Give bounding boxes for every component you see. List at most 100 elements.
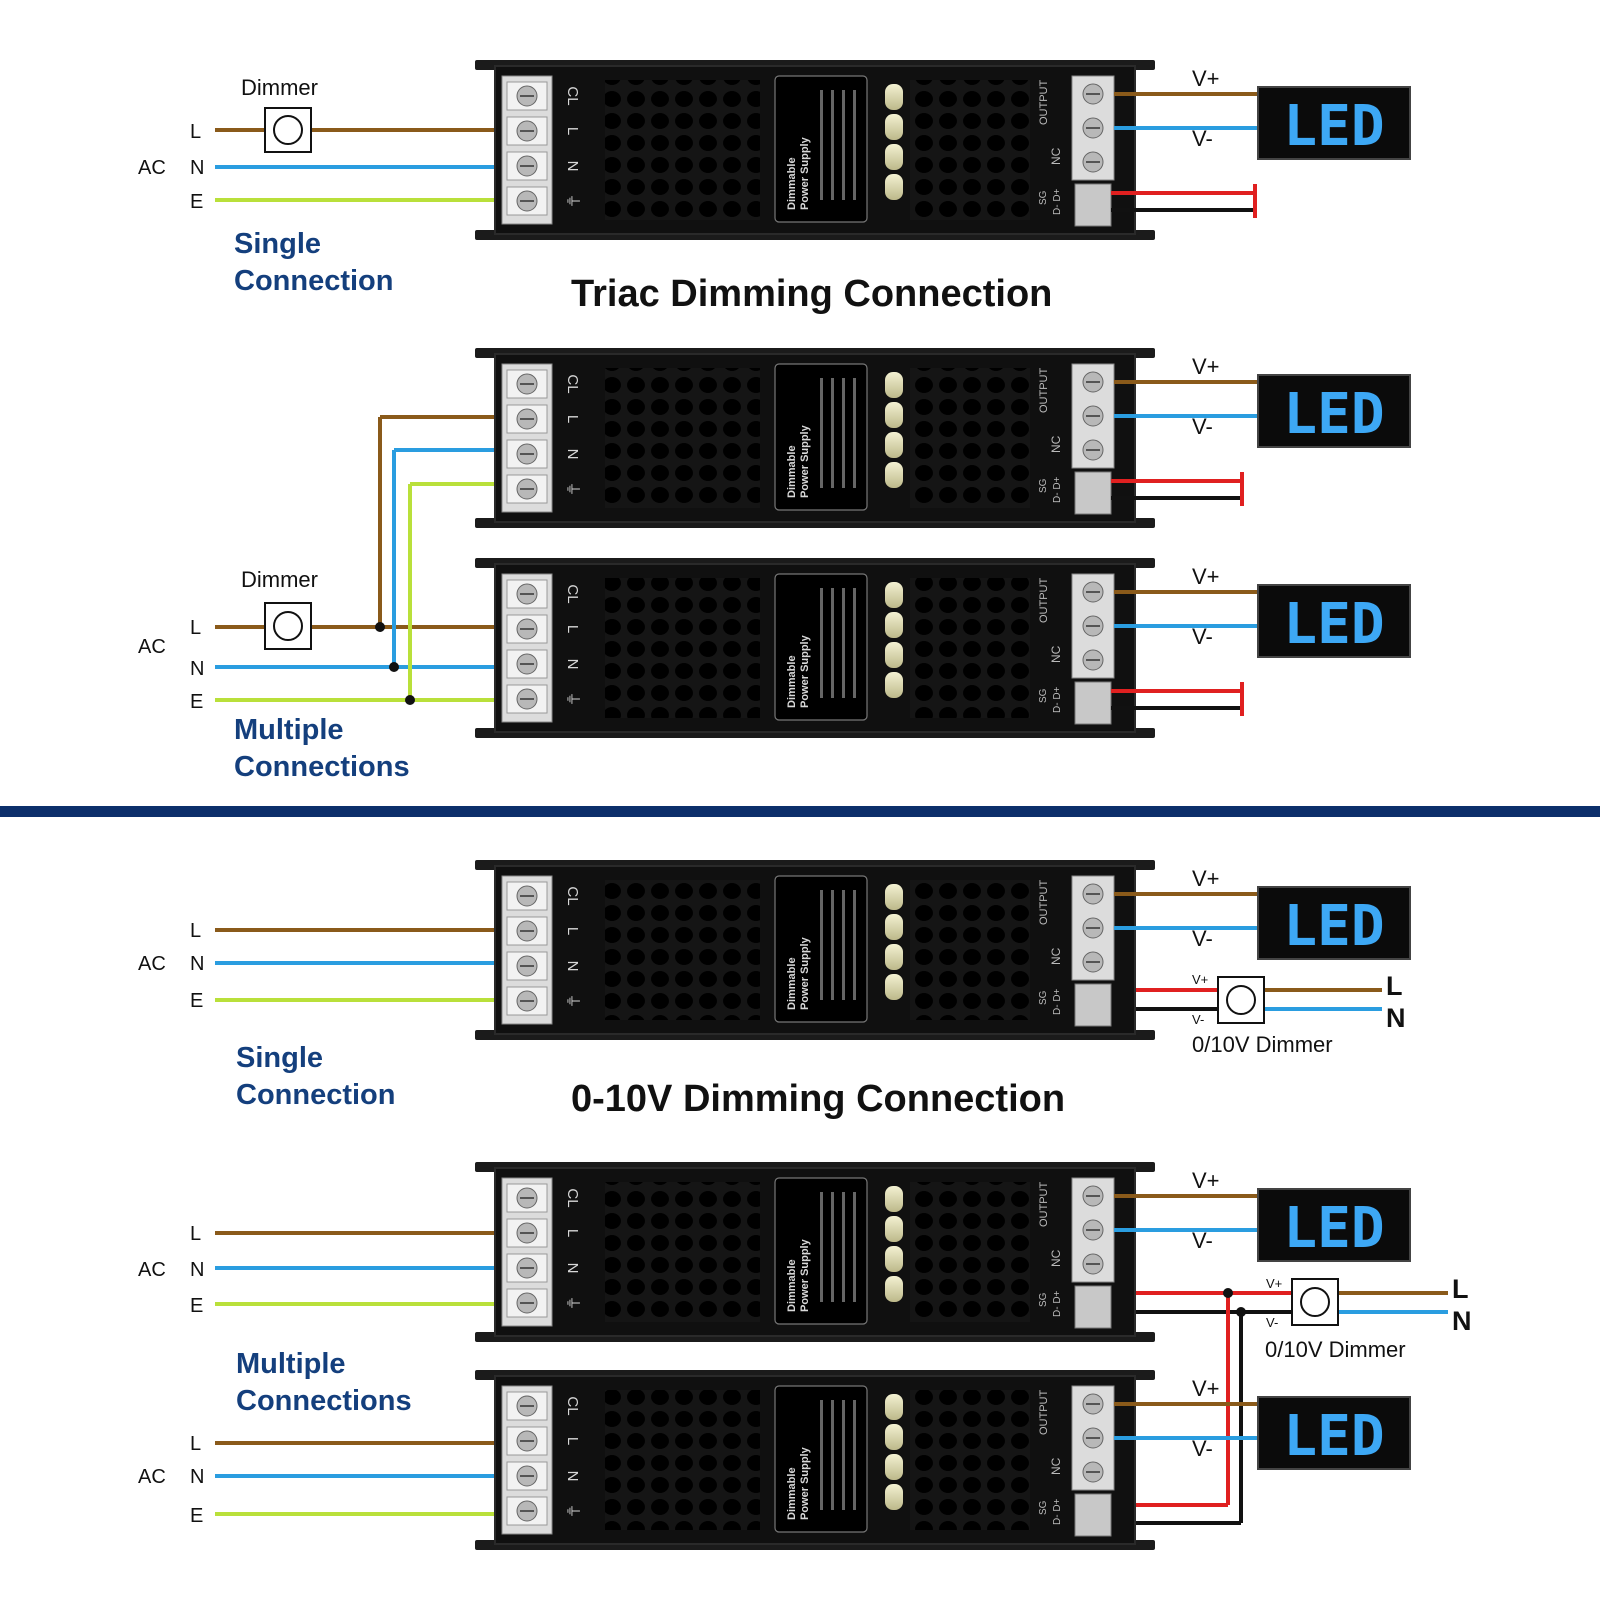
dimmer-vminus-label: V- — [1192, 1012, 1204, 1027]
brand-text: Power Supply — [799, 1446, 811, 1520]
nc-label: NC — [1049, 147, 1063, 165]
mains-l-label: L — [1452, 1274, 1469, 1304]
terminal-label: CL — [564, 584, 581, 603]
brand-text: Dimmable — [786, 445, 798, 498]
capacitor-icon — [885, 1276, 903, 1302]
led-display — [1257, 86, 1411, 160]
mains-n-label: N — [1452, 1306, 1472, 1336]
multiple-connections-caption: Multiple — [236, 1348, 346, 1380]
triac-single-wiring — [215, 107, 512, 202]
capacitor-icon — [885, 672, 903, 698]
brand-text: Dimmable — [786, 157, 798, 210]
triac-dimmer-knob-icon — [273, 611, 303, 641]
output-label: OUTPUT — [1038, 880, 1050, 926]
brand-text: Power Supply — [799, 634, 811, 708]
capacitor-icon — [885, 372, 903, 398]
capacitor-icon — [885, 1454, 903, 1480]
nc-label: NC — [1049, 1457, 1063, 1475]
zero-ten-multi-wiring — [215, 1231, 1448, 1525]
vent-grille — [910, 368, 1030, 508]
capacitor-icon — [885, 1246, 903, 1272]
ac-label: AC — [138, 953, 166, 975]
capacitor-icon — [885, 582, 903, 608]
vent-grille — [910, 1182, 1030, 1322]
signal-terminal — [1074, 471, 1112, 515]
v-plus-label: V+ — [1192, 1168, 1220, 1193]
zero-ten-dimmer-box[interactable] — [1291, 1278, 1339, 1326]
d-label: D- D+ — [1052, 476, 1063, 503]
terminal-label: CL — [564, 886, 581, 905]
l-label: L — [190, 617, 201, 639]
terminal-label: L — [564, 415, 581, 423]
multiple-connections-caption: Connections — [234, 751, 410, 783]
led-display — [1257, 584, 1411, 658]
capacitor-icon — [885, 174, 903, 200]
sg-label: SG — [1038, 1292, 1049, 1307]
vent-grille — [910, 80, 1030, 220]
d-label: D- D+ — [1052, 1290, 1063, 1317]
n-label: N — [190, 658, 204, 680]
triac-dimmer-knob-icon — [273, 115, 303, 145]
capacitor-icon — [885, 1394, 903, 1420]
terminal-label: N — [564, 961, 581, 972]
v-plus-label: V+ — [1192, 66, 1220, 91]
e-label: E — [190, 191, 203, 213]
capacitor-icon — [885, 914, 903, 940]
signal-terminal — [1074, 983, 1112, 1027]
brand-text: Power Supply — [799, 1238, 811, 1312]
led-panel: LED — [1257, 1188, 1411, 1262]
dimmer-vminus-label: V- — [1266, 1315, 1278, 1330]
v-plus-label: V+ — [1192, 354, 1220, 379]
terminal-label: L — [564, 625, 581, 633]
capacitor-icon — [885, 642, 903, 668]
single-connection-caption: Single — [236, 1042, 323, 1074]
sg-label: SG — [1038, 990, 1049, 1005]
triac-multi-wiring — [215, 415, 512, 705]
capacitor-icon — [885, 84, 903, 110]
terminal-label: L — [564, 1229, 581, 1237]
dimmer-label: Dimmer — [241, 75, 318, 100]
v-minus-label: V- — [1192, 414, 1213, 439]
zero-ten-dimmer-knob-icon — [1300, 1287, 1330, 1317]
single-connection-caption: Connection — [236, 1079, 396, 1111]
terminal-label: ⏚ — [564, 993, 581, 1008]
d-label: D- D+ — [1052, 686, 1063, 713]
multiple-connections-caption: Connections — [236, 1385, 412, 1417]
single-connection-caption: Single — [234, 228, 321, 260]
capacitor-icon — [885, 884, 903, 910]
output-label: OUTPUT — [1038, 1390, 1050, 1436]
terminal-label: CL — [564, 1396, 581, 1415]
dimmer-vplus-label: V+ — [1192, 972, 1208, 987]
sg-label: SG — [1038, 688, 1049, 703]
led-display — [1257, 1188, 1411, 1262]
v-minus-label: V- — [1192, 1436, 1213, 1461]
e-label: E — [190, 990, 203, 1012]
led-panel: LED — [1257, 584, 1411, 658]
zero-ten-single-wiring — [215, 928, 1382, 1024]
sg-label: SG — [1038, 1500, 1049, 1515]
led-panel: LED — [1257, 374, 1411, 448]
led-text: LED — [1283, 1404, 1384, 1469]
d-label: D- D+ — [1052, 988, 1063, 1015]
ac-label: AC — [138, 157, 166, 179]
vent-grille — [910, 880, 1030, 1020]
terminal-label: CL — [564, 1188, 581, 1207]
vent-grille — [605, 880, 760, 1020]
led-text: LED — [1283, 382, 1384, 447]
vent-grille — [605, 368, 760, 508]
led-display — [1257, 374, 1411, 448]
led-text: LED — [1283, 94, 1384, 159]
signal-terminal — [1074, 1493, 1112, 1537]
output-label: OUTPUT — [1038, 578, 1050, 624]
vent-grille — [605, 578, 760, 718]
capacitor-icon — [885, 1484, 903, 1510]
zero-ten-dimmer-label: 0/10V Dimmer — [1265, 1337, 1406, 1362]
